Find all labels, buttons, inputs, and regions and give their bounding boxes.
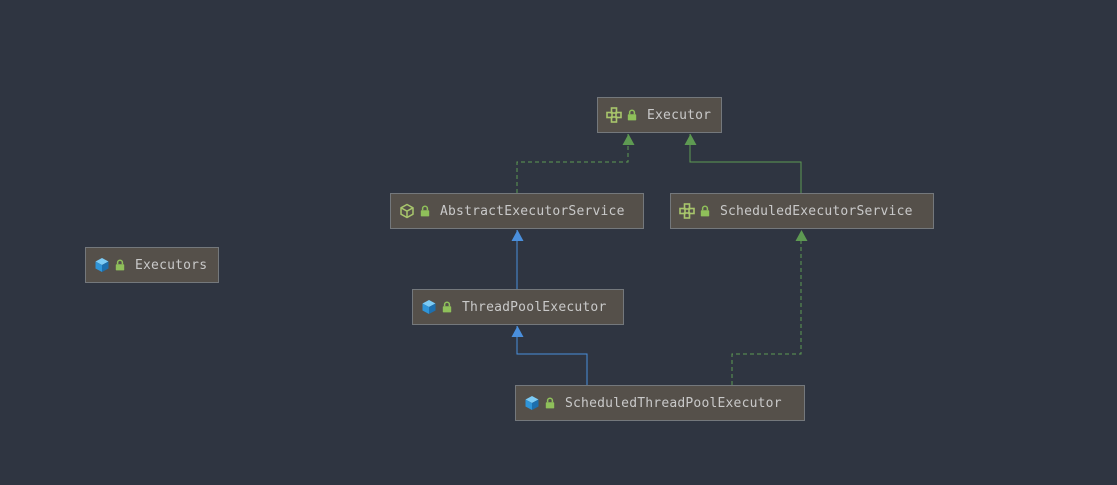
lock-icon [115, 259, 125, 271]
node-label: ScheduledThreadPoolExecutor [565, 395, 782, 411]
edge-line [516, 326, 588, 385]
node-label: Executor [647, 107, 712, 123]
edge-arrowhead [511, 230, 524, 241]
edge-line [516, 134, 629, 193]
edge-scheduled-executor-service-to-executor [684, 134, 802, 193]
class-icon [421, 299, 437, 315]
edge-scheduled-thread-pool-executor-to-thread-pool-executor [511, 326, 588, 385]
class-icon [524, 395, 540, 411]
edge-abstract-executor-service-to-executor [516, 134, 635, 193]
abstract-class-icon [399, 203, 415, 219]
edge-thread-pool-executor-to-abstract-executor-service [511, 230, 524, 289]
edge-arrowhead [684, 134, 697, 145]
lock-icon [420, 205, 430, 217]
node-label: AbstractExecutorService [440, 203, 625, 219]
edge-arrowhead [511, 326, 524, 337]
node-scheduled-thread-pool-executor[interactable]: ScheduledThreadPoolExecutor [515, 385, 805, 421]
lock-icon [627, 109, 637, 121]
edge-line [731, 230, 802, 385]
node-abstract-executor-service[interactable]: AbstractExecutorService [390, 193, 644, 229]
node-label: Executors [135, 257, 208, 273]
node-executors[interactable]: Executors [85, 247, 219, 283]
node-label: ThreadPoolExecutor [462, 299, 607, 315]
node-label: ScheduledExecutorService [720, 203, 913, 219]
edge-line [689, 134, 802, 193]
lock-icon [545, 397, 555, 409]
lock-icon [700, 205, 710, 217]
edge-scheduled-thread-pool-executor-to-scheduled-executor-service [731, 230, 808, 385]
edge-arrowhead [622, 134, 635, 145]
node-scheduled-executor-service[interactable]: ScheduledExecutorService [670, 193, 934, 229]
interface-icon [679, 203, 695, 219]
node-executor[interactable]: Executor [597, 97, 722, 133]
class-icon [94, 257, 110, 273]
node-thread-pool-executor[interactable]: ThreadPoolExecutor [412, 289, 624, 325]
lock-icon [442, 301, 452, 313]
interface-icon [606, 107, 622, 123]
edge-arrowhead [795, 230, 808, 241]
